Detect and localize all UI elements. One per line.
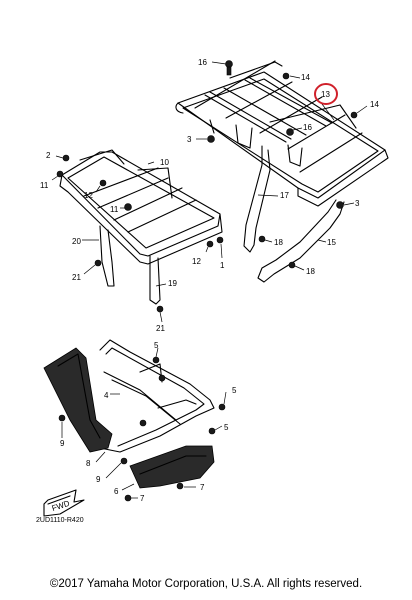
callout-18: 18 — [306, 267, 315, 276]
callout-15: 15 — [327, 238, 336, 247]
callout-12: 12 — [84, 191, 93, 200]
callout-3: 3 — [187, 135, 192, 144]
rear-carrier — [175, 60, 389, 283]
callout-3: 3 — [355, 199, 360, 208]
fwd-label: FWD — [51, 499, 71, 513]
callout-5: 5 — [232, 386, 237, 395]
callout-5: 5 — [224, 423, 229, 432]
callout-13: 13 — [321, 90, 330, 99]
callout-21: 21 — [72, 273, 81, 282]
callout-7: 7 — [140, 494, 145, 503]
callout-16: 16 — [303, 123, 312, 132]
callout-4: 4 — [104, 391, 109, 400]
front-carrier — [59, 149, 223, 305]
callout-7: 7 — [200, 483, 205, 492]
callout-8: 8 — [86, 459, 91, 468]
callout-9: 9 — [96, 475, 101, 484]
callout-17: 17 — [280, 191, 289, 200]
callout-16: 16 — [198, 58, 207, 67]
callout-11: 11 — [40, 181, 49, 190]
callout-14: 14 — [301, 73, 310, 82]
callout-2: 2 — [46, 151, 51, 160]
fwd-arrow-icon: FWD — [43, 489, 85, 517]
callout-19: 19 — [168, 279, 177, 288]
side-cover-left — [43, 347, 113, 453]
callout-9: 9 — [60, 439, 65, 448]
callout-20: 20 — [72, 237, 81, 246]
callout-13-highlight: 13 — [314, 83, 338, 105]
callout-5: 5 — [154, 341, 159, 350]
bumper-assembly — [99, 339, 215, 453]
side-cover-right — [129, 445, 215, 489]
callout-21: 21 — [156, 324, 165, 333]
callout-11: 11 — [110, 205, 119, 214]
callout-10: 10 — [160, 158, 169, 167]
copyright-notice: ©2017 Yamaha Motor Corporation, U.S.A. A… — [49, 578, 363, 590]
callout-12: 12 — [192, 257, 201, 266]
callout-14: 14 — [370, 100, 379, 109]
callout-6: 6 — [114, 487, 119, 496]
callout-1: 1 — [220, 261, 225, 270]
diagram-reference-code: 2UD1110-R420 — [36, 517, 84, 524]
leader-lines — [51, 61, 368, 499]
callout-18: 18 — [274, 238, 283, 247]
